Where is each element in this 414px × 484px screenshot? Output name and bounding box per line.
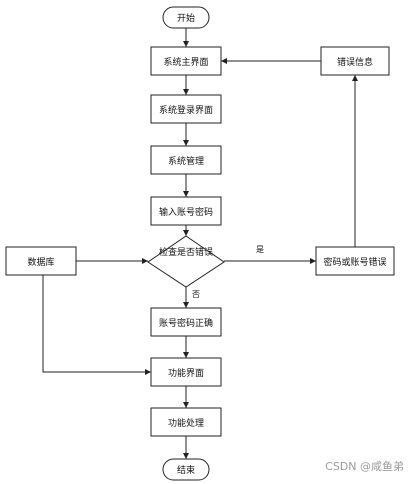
- edge-yes-label: 是: [256, 245, 264, 254]
- main-ui-label: 系统主界面: [163, 56, 208, 68]
- login-ui-label: 系统登录界面: [159, 104, 213, 116]
- database-label: 数据库: [27, 256, 54, 268]
- end-node-label: 结束: [177, 464, 195, 476]
- error-info-label: 错误信息: [337, 56, 373, 68]
- start-node: 开始: [162, 6, 210, 29]
- credentials-correct-node: 账号密码正确: [150, 307, 222, 337]
- function-ui-node: 功能界面: [150, 357, 222, 387]
- end-node: 结束: [162, 458, 210, 481]
- function-ui-label: 功能界面: [168, 367, 204, 379]
- credentials-wrong-label: 密码或账号错误: [323, 256, 386, 268]
- start-node-label: 开始: [177, 12, 195, 24]
- sys-manage-label: 系统管理: [168, 155, 204, 167]
- check-error-label: 检查是否错误: [158, 248, 213, 258]
- main-ui-node: 系统主界面: [150, 46, 222, 76]
- credentials-correct-label: 账号密码正确: [159, 317, 213, 329]
- edge-no-label: 否: [192, 290, 200, 299]
- input-credentials-node: 输入账号密码: [150, 196, 222, 226]
- login-ui-node: 系统登录界面: [150, 94, 222, 124]
- function-process-label: 功能处理: [168, 417, 204, 429]
- input-credentials-label: 输入账号密码: [159, 206, 213, 218]
- credentials-wrong-node: 密码或账号错误: [315, 246, 395, 276]
- sys-manage-node: 系统管理: [150, 145, 222, 175]
- edge-database-function-ui: [42, 275, 151, 375]
- watermark: CSDN @咸鱼弟: [325, 459, 404, 473]
- check-error-decision: 检查是否错误: [147, 235, 225, 288]
- error-info-node: 错误信息: [320, 46, 390, 76]
- database-node: 数据库: [5, 246, 77, 276]
- function-process-node: 功能处理: [150, 407, 222, 437]
